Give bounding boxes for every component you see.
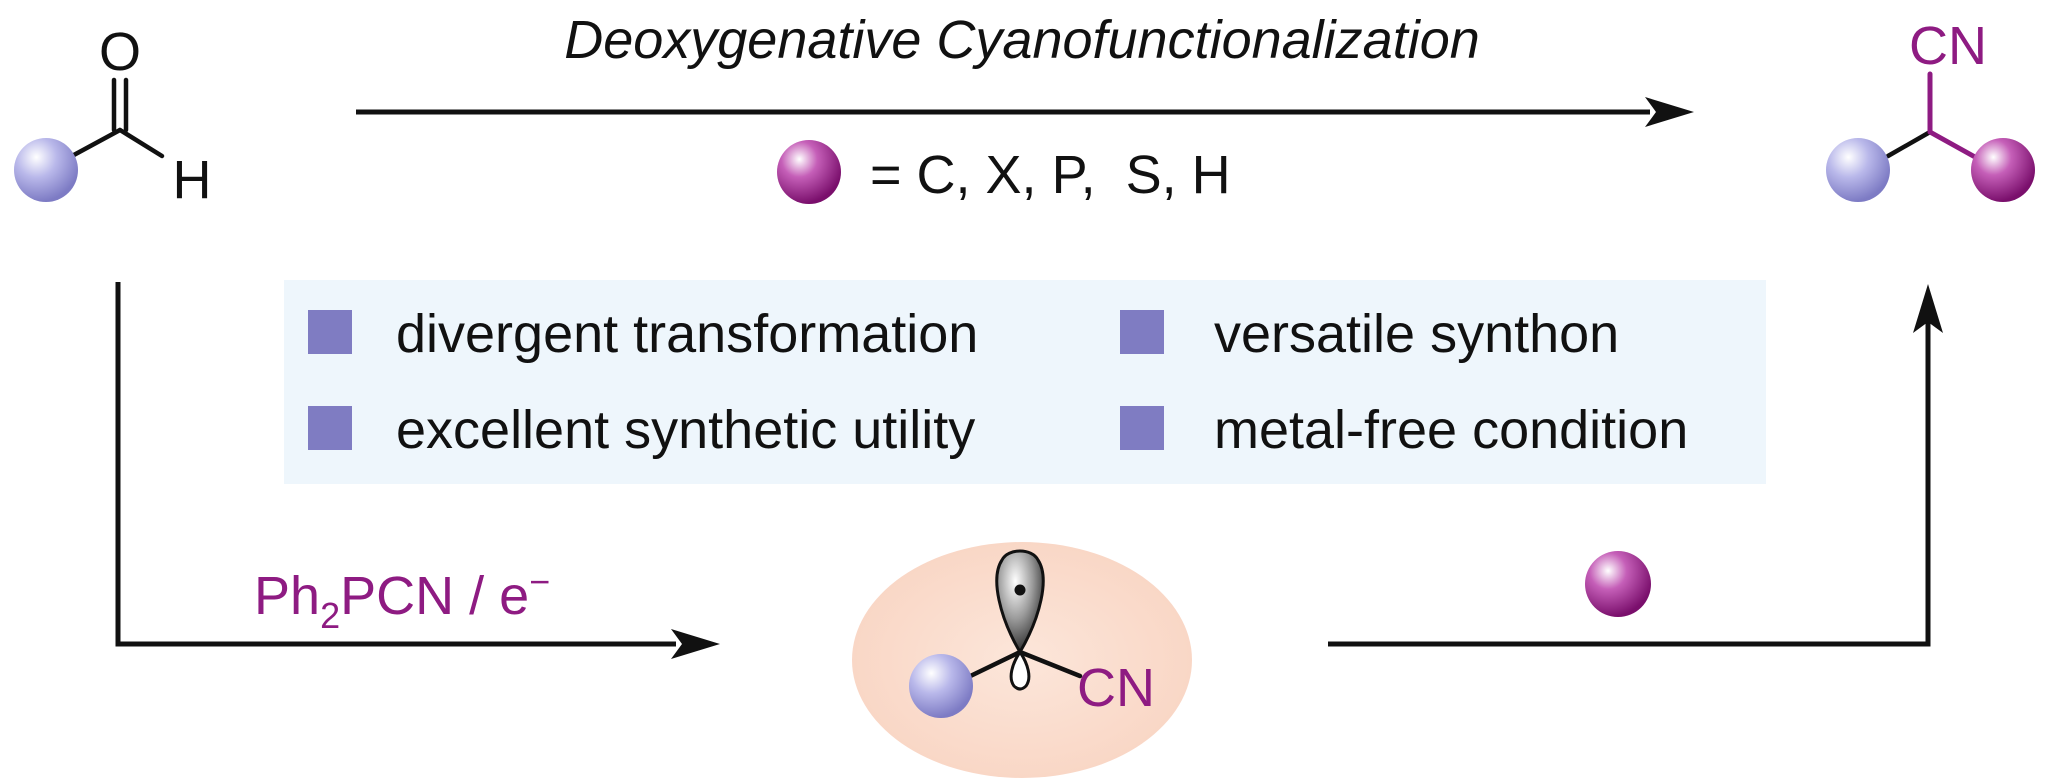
legend-purple-sphere — [777, 140, 841, 204]
substituent-sphere — [909, 654, 973, 718]
hydrogen-label: H — [173, 150, 212, 210]
coupling-partner-sphere — [1585, 551, 1651, 617]
radical-dot — [1014, 584, 1026, 596]
features-box — [284, 280, 1766, 484]
left-path-arrow — [115, 282, 720, 659]
bullet-square — [1120, 310, 1164, 354]
new-group-sphere — [1971, 138, 2035, 202]
reagent-label: Ph2PCN / e− — [254, 561, 550, 636]
bullet-square — [1120, 406, 1164, 450]
cn-label: CN — [1077, 658, 1155, 718]
feature-item: excellent synthetic utility — [308, 400, 975, 460]
feature-text: excellent synthetic utility — [396, 400, 975, 460]
oxygen-label: O — [99, 22, 141, 82]
radical-intermediate: CN — [852, 542, 1192, 778]
feature-text: metal-free condition — [1214, 400, 1688, 460]
scheme-title: Deoxygenative Cyanofunctionalization — [564, 10, 1480, 70]
feature-item: metal-free condition — [1120, 400, 1688, 460]
feature-text: divergent transformation — [396, 304, 978, 364]
substituent-sphere — [14, 138, 78, 202]
bullet-square — [308, 406, 352, 450]
main-arrow — [356, 97, 1694, 127]
bullet-square — [308, 310, 352, 354]
p-orbital-upper-lobe — [995, 549, 1045, 655]
feature-item: divergent transformation — [308, 304, 978, 364]
feature-item: versatile synthon — [1120, 304, 1619, 364]
nitrile-product: CN — [1826, 16, 2035, 202]
p-orbital-lower-lobe — [1009, 649, 1031, 691]
aldehyde-reactant: O H — [14, 22, 212, 210]
legend-text: = C, X, P, S, H — [870, 145, 1231, 205]
right-path-arrow — [1328, 284, 1943, 647]
substituent-sphere — [1826, 138, 1890, 202]
cn-label: CN — [1909, 16, 1987, 76]
feature-text: versatile synthon — [1214, 304, 1619, 364]
